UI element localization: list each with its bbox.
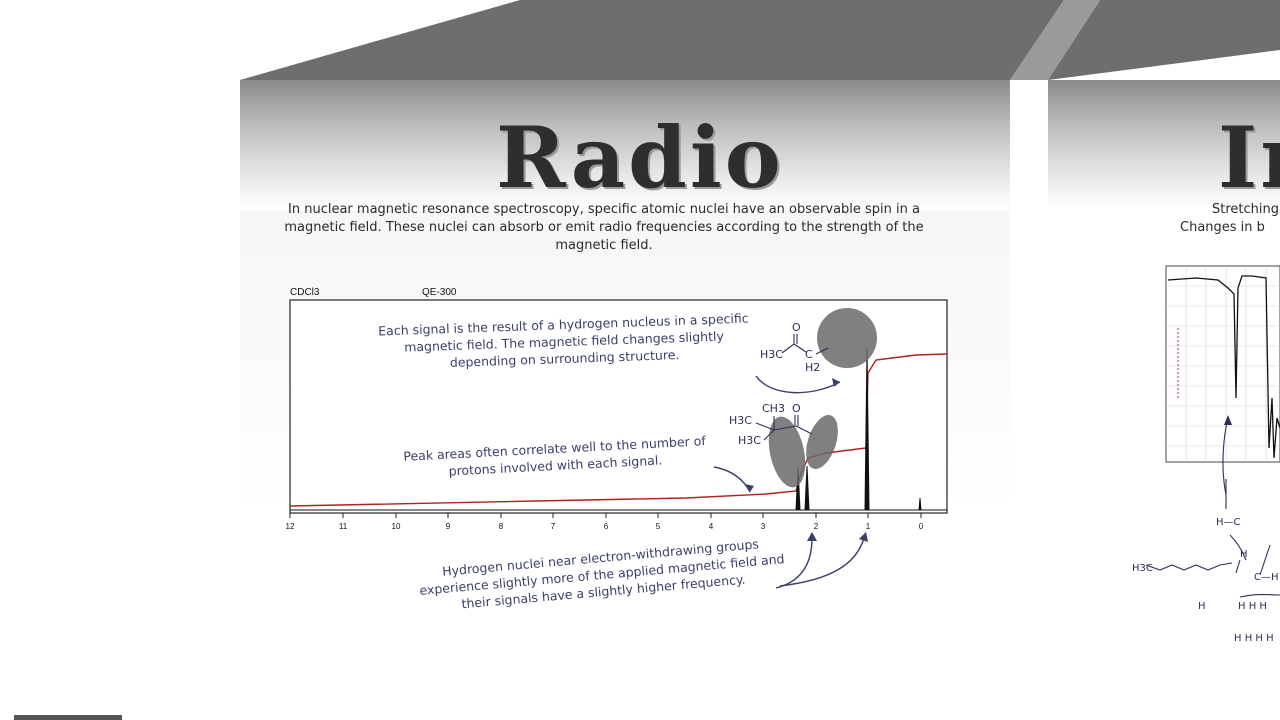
atom-label: H3C: [760, 348, 783, 361]
instrument-label: QE-300: [422, 287, 457, 298]
page-title: Radio: [496, 108, 784, 207]
solvent-label: CDCl3: [290, 287, 320, 298]
highlight-ch2: [817, 308, 877, 368]
atom-label: H3C: [738, 434, 761, 447]
progress-bar: [14, 715, 122, 720]
ir-frame: [1165, 265, 1280, 463]
peak-2-1: [804, 465, 810, 511]
arrow-hydrogen-b: [779, 537, 865, 587]
tick-label: 10: [392, 522, 401, 531]
right-desc-line: Stretching: [1212, 202, 1279, 217]
tick-label: 3: [761, 522, 766, 531]
ir-molecule-diagram: H—C H3C H C—H H H H H H H H H: [1132, 415, 1280, 644]
highlight-isopropyl: [768, 416, 806, 488]
atom-label: C: [805, 348, 813, 361]
tick-label: 7: [551, 522, 556, 531]
tick-label: 12: [286, 522, 295, 531]
tick-label: 4: [709, 522, 714, 531]
svg-text:H: H: [1240, 549, 1248, 560]
svg-text:H H H: H H H: [1238, 601, 1267, 612]
nmr-spectrum: 12 11 10 9 8 7 6 5 4 3 2 1 0 O H3C C H2: [286, 299, 948, 531]
peak-tms: [918, 497, 922, 511]
tick-label: 11: [339, 522, 348, 531]
ir-trace: [1167, 275, 1280, 459]
ceiling-right: [1048, 0, 1280, 80]
tick-label: 9: [446, 522, 451, 531]
arrow-signal: [755, 375, 841, 394]
tick-label: 0: [919, 522, 924, 531]
atom-label: H3C: [729, 414, 752, 427]
main-description: In nuclear magnetic resonance spectrosco…: [284, 202, 924, 253]
atom-label: O: [792, 402, 801, 415]
ceiling-seam: [1010, 0, 1100, 80]
tick-label: 6: [604, 522, 609, 531]
tick-label: 2: [814, 522, 819, 531]
right-panel-title: In: [1218, 108, 1280, 207]
ir-hc-label: H—C: [1216, 517, 1241, 528]
panel-main-fade: [240, 80, 1010, 210]
tick-label: 8: [499, 522, 504, 531]
ir-spectrum: [1165, 265, 1280, 463]
ir-h3c-label: H3C: [1132, 563, 1153, 574]
ceiling-left: [240, 0, 1064, 80]
svg-text:H: H: [1198, 601, 1206, 612]
atom-label: H2: [805, 361, 820, 374]
highlight-methyl: [806, 415, 838, 469]
right-panel-description: Stretching Changes in b: [1180, 201, 1280, 237]
atom-label: O: [792, 321, 801, 334]
tick-label: 1: [866, 522, 871, 531]
svg-text:C—H: C—H: [1254, 572, 1279, 583]
arrow-area: [713, 466, 751, 493]
atom-label: CH3: [762, 402, 785, 415]
tick-label: 5: [656, 522, 661, 531]
svg-text:H H H H: H H H H: [1234, 633, 1274, 644]
right-desc-line: Changes in b: [1180, 220, 1265, 235]
panel-right-fade: [1048, 80, 1280, 210]
